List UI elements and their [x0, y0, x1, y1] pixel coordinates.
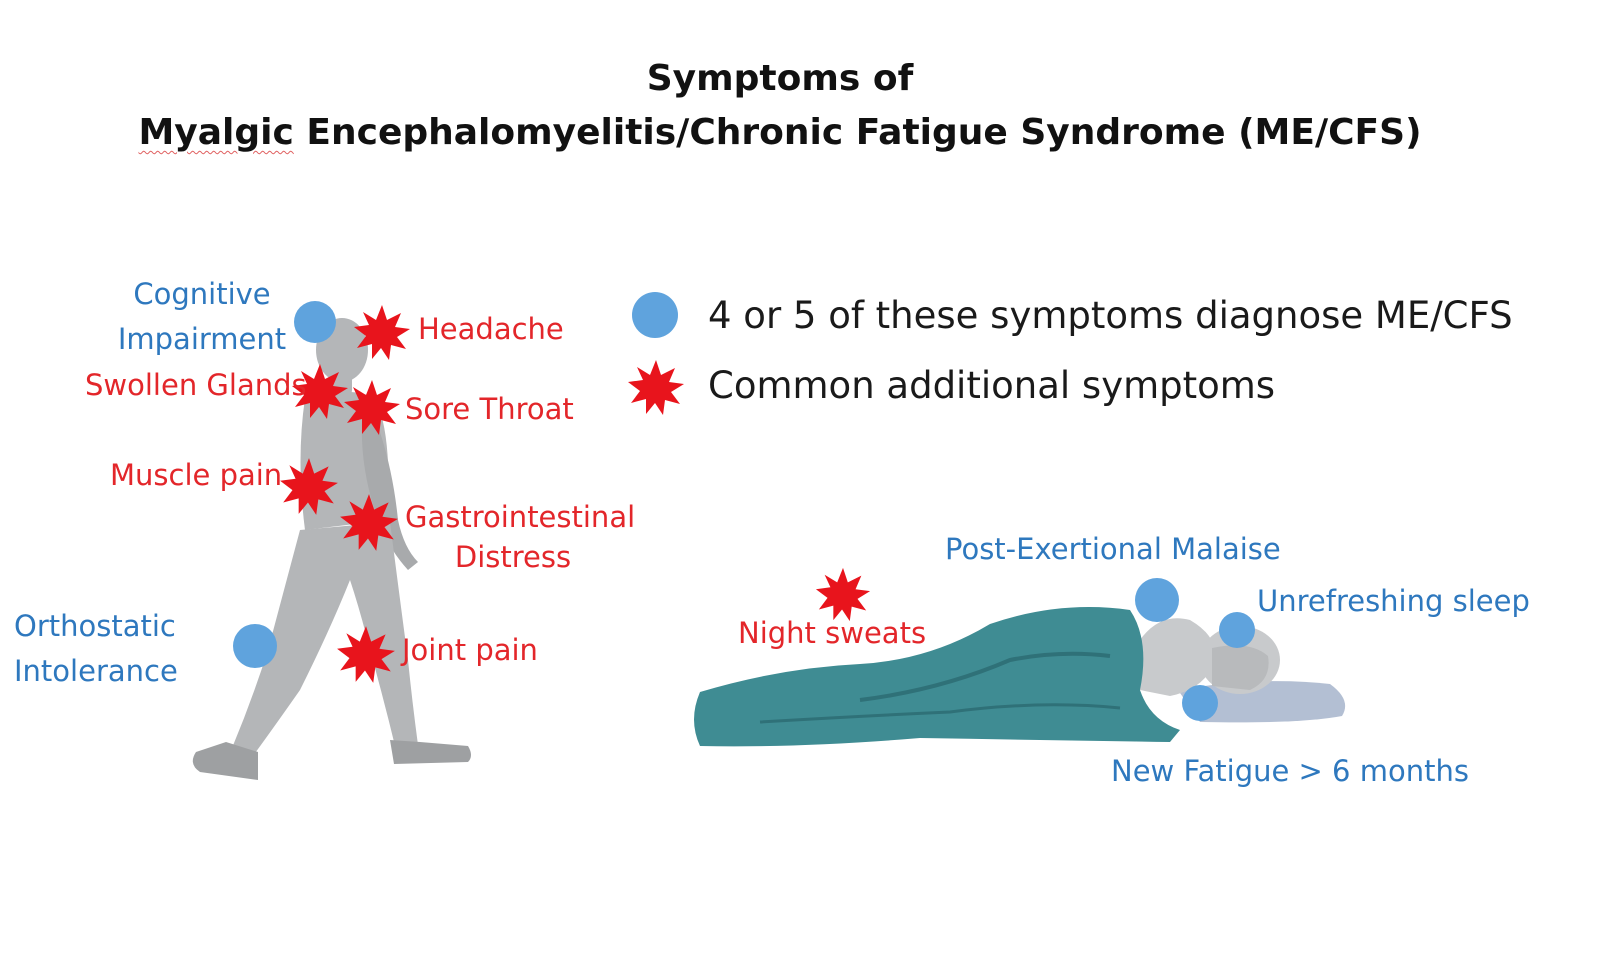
label-swollen-glands: Swollen Glands [85, 368, 307, 402]
blue-circle-icon [294, 301, 336, 343]
label-gastrointestinal-distress: Gastrointestinal Distress [405, 500, 636, 574]
label-unrefreshing-sleep: Unrefreshing sleep [1257, 584, 1530, 618]
legend-additional-label: Common additional symptoms [708, 364, 1276, 407]
label-cognitive-impairment: Cognitive Impairment [117, 277, 287, 356]
label-orthostatic-intolerance: Orthostatic Intolerance [14, 609, 178, 688]
label-headache: Headache [418, 312, 564, 346]
label-sore-throat: Sore Throat [405, 392, 574, 426]
label-new-fatigue: New Fatigue > 6 months [1111, 754, 1469, 788]
legend-blue-circle-icon [632, 292, 678, 338]
title-word-myalgic: Myalgic [138, 112, 294, 153]
label-post-exertional-malaise: Post-Exertional Malaise [945, 532, 1281, 566]
diagram-title: Symptoms of Myalgic Encephalomyelitis/Ch… [0, 52, 1560, 160]
legend-red-starburst-icon [628, 360, 684, 415]
title-line-1: Symptoms of [646, 58, 914, 99]
blanket [694, 607, 1180, 747]
label-joint-pain: Joint pain [402, 633, 538, 667]
label-muscle-pain: Muscle pain [110, 458, 283, 492]
title-line-2: Myalgic Encephalomyelitis/Chronic Fatigu… [0, 106, 1560, 160]
blue-circle-icon [233, 624, 277, 668]
title-line-2-rest: Encephalomyelitis/Chronic Fatigue Syndro… [293, 112, 1422, 153]
legend-core-label: 4 or 5 of these symptoms diagnose ME/CFS [708, 294, 1513, 337]
blue-circle-icon [1182, 685, 1218, 721]
lying-person-figure [694, 607, 1346, 747]
blue-circle-icon [1135, 578, 1179, 622]
label-night-sweats: Night sweats [738, 616, 927, 650]
pillow [1178, 681, 1346, 723]
blue-circle-icon [1219, 612, 1255, 648]
